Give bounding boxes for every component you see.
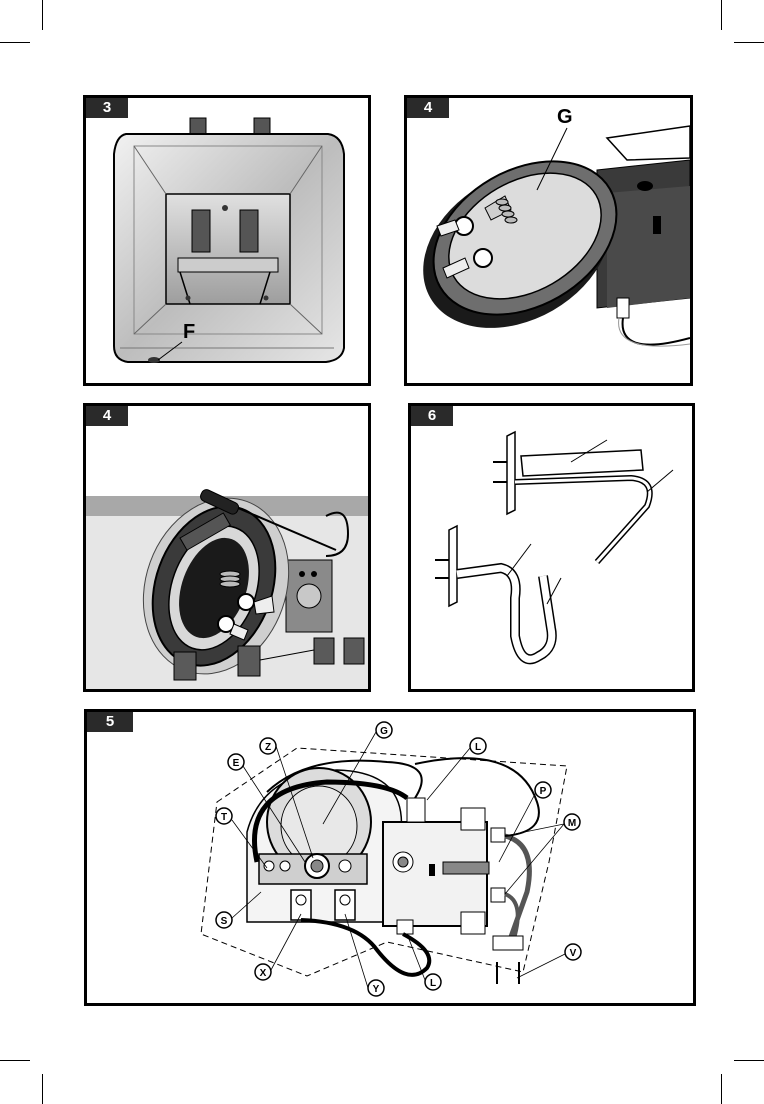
- figure-5-panel: Z G L E P T M S V X L Y 5: [84, 709, 696, 1006]
- callout-m: M: [568, 818, 576, 829]
- crop-mark-icon: [0, 1060, 30, 1061]
- callout-l-bottom: L: [430, 978, 436, 989]
- figure-3-panel: F 3: [83, 95, 371, 386]
- crop-mark-icon: [734, 1060, 764, 1061]
- crop-mark-icon: [721, 1074, 722, 1104]
- callout-s: S: [221, 916, 228, 927]
- figure-number: 4: [407, 98, 449, 118]
- crop-mark-icon: [721, 0, 722, 30]
- callout-g: G: [380, 726, 388, 737]
- figure-number: 3: [86, 98, 128, 118]
- crop-mark-icon: [42, 0, 43, 30]
- callout-t: T: [221, 812, 227, 823]
- water-heater-tank-icon: F: [86, 98, 368, 383]
- heating-element-icon: G: [407, 98, 690, 383]
- callout-z: Z: [265, 742, 271, 753]
- crop-mark-icon: [0, 42, 30, 43]
- figure-number: 5: [87, 712, 133, 732]
- crop-mark-icon: [42, 1074, 43, 1104]
- heating-element-icon: [411, 406, 692, 689]
- label-g: G: [557, 106, 573, 128]
- callout-p: P: [540, 786, 547, 797]
- callout-l-top: L: [475, 742, 481, 753]
- callout-v: V: [570, 948, 577, 959]
- figure-4b-panel: 4: [83, 403, 371, 692]
- label-f: F: [183, 321, 195, 343]
- callout-e: E: [233, 758, 240, 769]
- heating-element-icon: [86, 406, 368, 689]
- thermostat-icon: Z G L E P T M S V X L Y: [87, 712, 693, 1003]
- crop-mark-icon: [734, 42, 764, 43]
- callout-y: Y: [373, 984, 380, 995]
- callout-x: X: [260, 968, 267, 979]
- figure-number: 4: [86, 406, 128, 426]
- figure-4a-panel: G 4: [404, 95, 693, 386]
- figure-number: 6: [411, 406, 453, 426]
- figure-6-panel: 6: [408, 403, 695, 692]
